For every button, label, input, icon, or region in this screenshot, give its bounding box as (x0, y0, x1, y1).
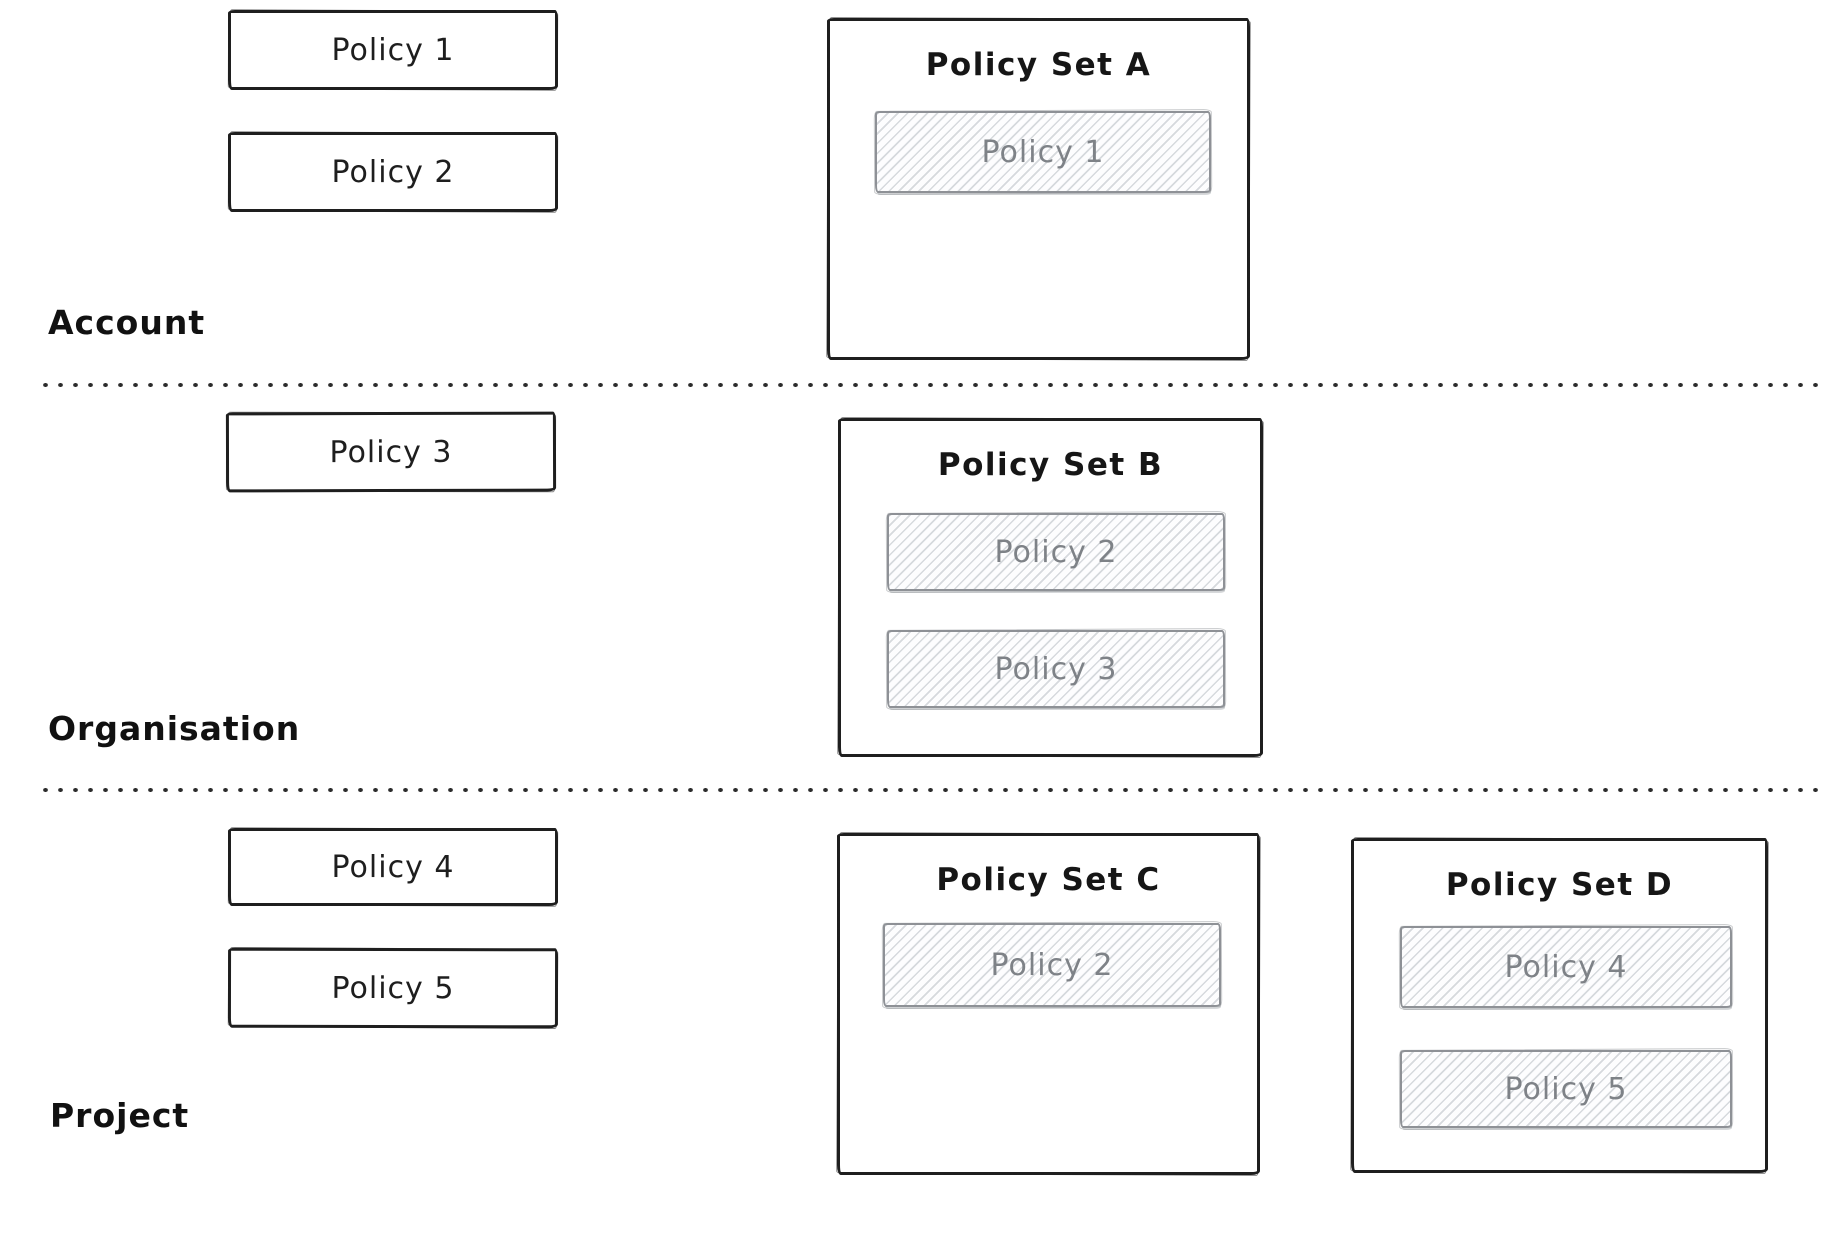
policy-set-d-attached-policy-4-label: Policy 4 (1504, 949, 1628, 985)
policy-box-5: Policy 5 (227, 947, 559, 1029)
policy-set-b-attached-policy-2: Policy 2 (887, 513, 1225, 591)
policy-set-b-title: Policy Set B (937, 447, 1164, 483)
section-label-account: Account (48, 303, 206, 342)
section-divider-account-organisation (38, 382, 1826, 388)
policy-set-c-container: Policy Set C Policy 2 (837, 833, 1260, 1175)
policy-box-3-label: Policy 3 (329, 434, 453, 470)
policy-set-b-container: Policy Set B Policy 2 Policy 3 (838, 418, 1263, 757)
policy-set-d-attached-policy-5: Policy 5 (1400, 1050, 1732, 1128)
policy-set-c-title: Policy Set C (936, 862, 1161, 898)
policy-set-b-attached-policy-2-label: Policy 2 (994, 534, 1118, 570)
policy-set-d-title: Policy Set D (1445, 867, 1674, 903)
policy-set-a-attached-policy-1: Policy 1 (875, 111, 1211, 193)
policy-set-b-attached-policy-3-label: Policy 3 (994, 651, 1118, 687)
section-label-organisation: Organisation (48, 709, 301, 748)
policy-set-b-attached-policy-3: Policy 3 (887, 630, 1225, 708)
policy-set-d-attached-policy-4: Policy 4 (1400, 926, 1732, 1008)
section-label-project: Project (50, 1096, 190, 1135)
policy-box-5-label: Policy 5 (331, 970, 455, 1006)
policy-set-a-title: Policy Set A (925, 47, 1152, 83)
policy-box-2-label: Policy 2 (331, 154, 455, 190)
policy-box-1: Policy 1 (228, 10, 558, 90)
section-divider-organisation-project (38, 787, 1826, 793)
policy-set-c-attached-policy-2: Policy 2 (883, 923, 1221, 1007)
policy-set-a-attached-policy-1-label: Policy 1 (981, 134, 1105, 170)
policy-set-d-container: Policy Set D Policy 4 Policy 5 (1351, 838, 1768, 1173)
policy-box-1-label: Policy 1 (331, 32, 455, 68)
policy-set-d-attached-policy-5-label: Policy 5 (1504, 1071, 1628, 1107)
policy-set-c-attached-policy-2-label: Policy 2 (990, 947, 1114, 983)
policy-box-2: Policy 2 (228, 132, 558, 212)
policy-box-4: Policy 4 (228, 828, 558, 906)
policy-box-4-label: Policy 4 (331, 849, 455, 885)
policy-set-a-container: Policy Set A Policy 1 (827, 18, 1250, 360)
policy-box-3: Policy 3 (225, 411, 557, 493)
